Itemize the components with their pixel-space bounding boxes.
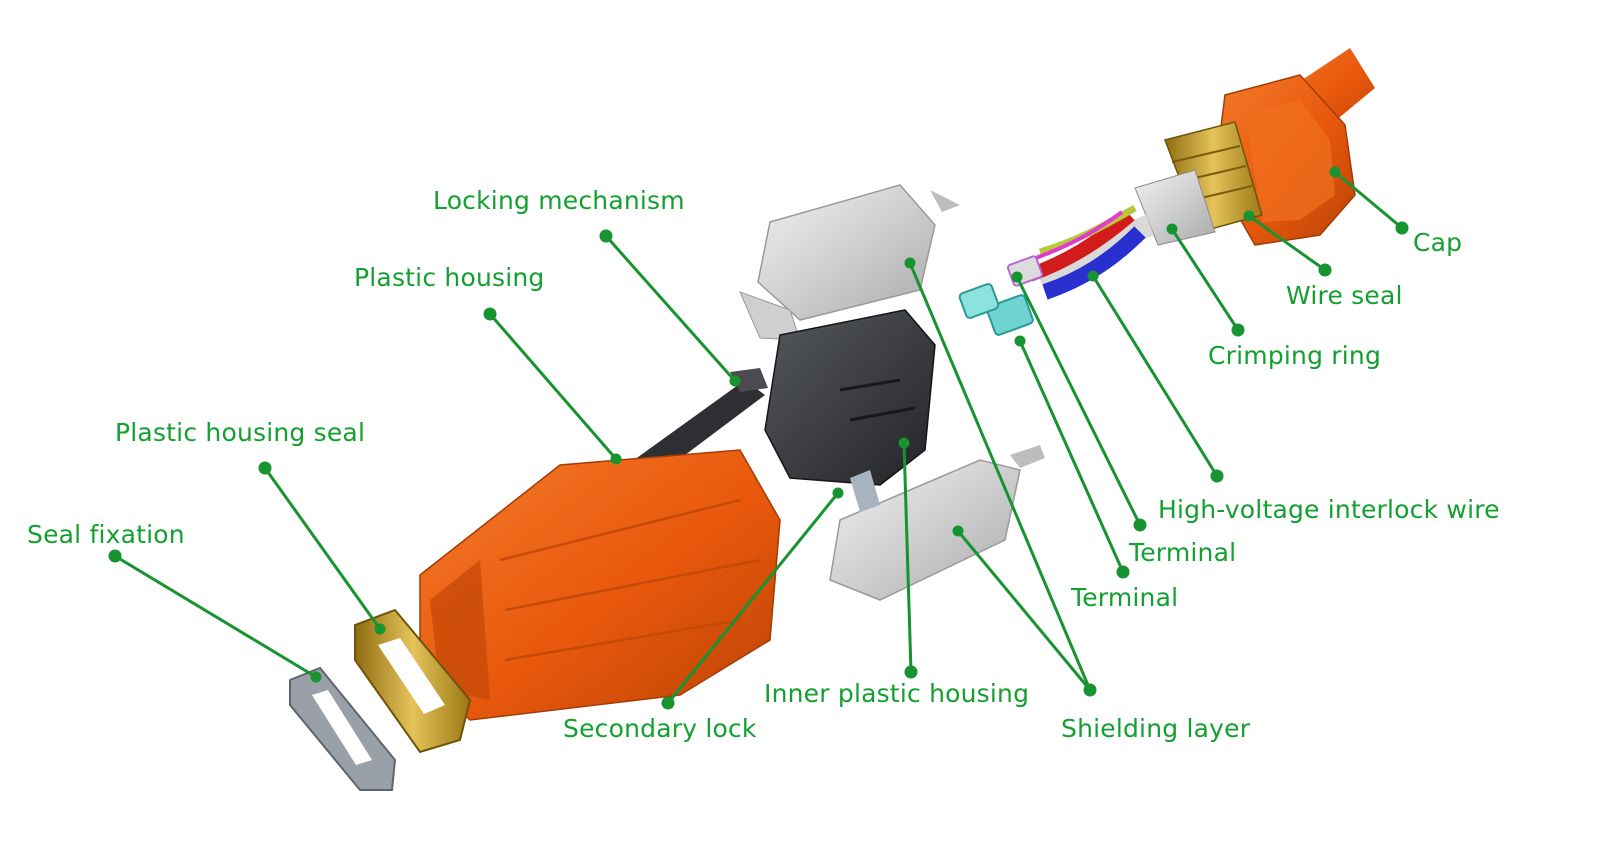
dot-secondary-lock: [661, 696, 675, 710]
leader-cap: [1333, 170, 1404, 230]
leader-plastic-housing: [488, 312, 618, 461]
locking-latch: [730, 368, 768, 392]
dot-plastic-housing-seal-end: [374, 623, 386, 635]
lower-shielding-shell: [829, 445, 1045, 601]
cap-face: [1245, 100, 1335, 222]
dot-hv-interlock-wire: [1210, 469, 1224, 483]
dot-hv-interlock-wire-end: [1087, 270, 1099, 282]
shield-tab-lower: [1010, 445, 1045, 468]
terminal-lower-part-2: [958, 283, 1000, 319]
label-plastic-housing: Plastic housing: [354, 263, 545, 292]
leader-shielding-layer-upper: [908, 261, 1092, 692]
leader-plastic-housing-seal: [263, 466, 382, 631]
leader-crimping-ring: [1170, 227, 1240, 332]
shield-shell-upper: [757, 184, 936, 321]
leader-hv-interlock-wire: [1091, 274, 1219, 478]
label-hv-interlock-wire: High-voltage interlock wire: [1158, 495, 1500, 524]
dot-locking-mechanism: [599, 229, 613, 243]
dot-cap: [1395, 221, 1409, 235]
leader-inner-plastic-housing: [902, 441, 913, 674]
dot-inner-plastic-housing-end: [898, 437, 910, 449]
dot-seal-fixation-end: [310, 671, 322, 683]
wire-blue: [1042, 226, 1146, 300]
outer-plastic-housing-part: [419, 368, 781, 721]
seal-fixation-hole: [312, 690, 372, 765]
dot-terminal-upper-end: [1011, 271, 1023, 283]
dot-plastic-housing-seal: [258, 461, 272, 475]
shield-tab-upper: [930, 190, 960, 212]
shield-shell-lower: [829, 459, 1021, 601]
dot-cap-end: [1329, 166, 1341, 178]
label-cap: Cap: [1413, 228, 1463, 257]
dot-crimping-ring: [1231, 323, 1245, 337]
leader-wire-seal: [1247, 214, 1327, 272]
label-secondary-lock: Secondary lock: [563, 714, 757, 743]
outer-housing-ribs: [499, 498, 761, 662]
leader-terminal-upper: [1015, 275, 1142, 527]
dot-seal-fixation: [108, 549, 122, 563]
inner-plastic-housing-part: [764, 309, 936, 486]
outer-housing-front: [430, 560, 490, 700]
interlock-wire-magenta: [1029, 210, 1124, 262]
housing-seal-hole: [378, 638, 445, 714]
label-shielding-layer: Shielding layer: [1061, 714, 1251, 743]
dot-terminal-lower-end: [1014, 335, 1026, 347]
dot-plastic-housing-end: [610, 453, 622, 465]
inner-housing-ridges: [839, 378, 916, 422]
label-terminal-lower: Terminal: [1071, 583, 1179, 612]
dot-terminal-lower: [1116, 565, 1130, 579]
label-locking-mechanism: Locking mechanism: [433, 186, 685, 215]
leader-terminal-lower: [1018, 339, 1125, 574]
label-terminal-upper: Terminal: [1129, 538, 1237, 567]
label-wire-seal: Wire seal: [1286, 281, 1403, 310]
label-inner-plastic-housing: Inner plastic housing: [764, 679, 1030, 708]
dot-inner-plastic-housing: [904, 665, 918, 679]
dot-secondary-lock-end: [832, 487, 844, 499]
leader-seal-fixation: [113, 554, 318, 679]
dot-shielding-layer: [1083, 683, 1097, 697]
dot-terminal-upper: [1133, 518, 1147, 532]
dot-crimping-ring-end: [1166, 223, 1178, 235]
dot-locking-mechanism-end: [729, 375, 741, 387]
cable-cap-assembly: [1134, 48, 1375, 246]
leader-locking-mechanism: [604, 234, 737, 383]
dot-plastic-housing: [483, 307, 497, 321]
label-plastic-housing-seal: Plastic housing seal: [115, 418, 366, 447]
terminal-upper-part: [1006, 255, 1044, 287]
wires-and-terminals: [958, 204, 1154, 336]
dot-shielding-layer-upper-end: [904, 257, 916, 269]
upper-shielding-shell: [739, 184, 960, 341]
secondary-lock-part: [850, 470, 880, 512]
leader-dots: [108, 166, 1409, 710]
leader-lines: [113, 170, 1404, 705]
leader-shielding-layer-lower: [956, 529, 1092, 692]
inner-housing-body: [764, 309, 936, 486]
dot-wire-seal: [1318, 263, 1332, 277]
dot-wire-seal-end: [1243, 210, 1255, 222]
dot-shielding-layer-lower-end: [952, 525, 964, 537]
label-crimping-ring: Crimping ring: [1208, 341, 1382, 370]
leader-secondary-lock: [666, 491, 840, 705]
label-seal-fixation: Seal fixation: [27, 520, 185, 549]
